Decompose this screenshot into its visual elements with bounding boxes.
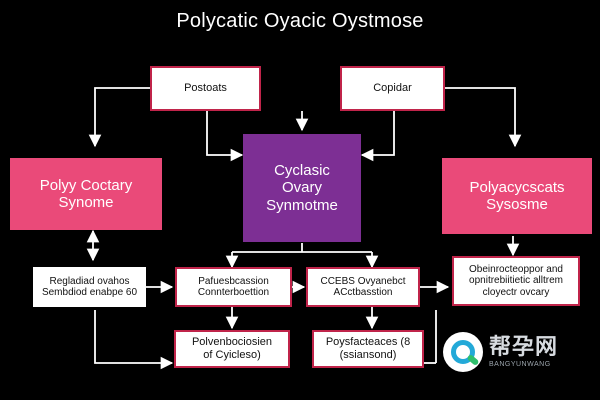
arrow-topright-to-right bbox=[444, 87, 522, 148]
node-bottom-4: Obeinrocteoppor and opnitrebiitietic all… bbox=[452, 256, 580, 306]
node-bottom-1: Regladiad ovahos Sembdiod enabpe 60 bbox=[33, 267, 146, 307]
node-left: Polyy Coctary Synome bbox=[10, 158, 162, 230]
arrow-topleft-to-center bbox=[206, 111, 244, 162]
return-left bbox=[94, 310, 174, 370]
node-bottom-3: CCEBS Ovyanebct ACctbasstion bbox=[306, 267, 420, 307]
watermark-cn: 帮孕网 bbox=[489, 334, 559, 359]
node-lower-2: Poysfacteaces (8 (ssiansond) bbox=[312, 330, 424, 368]
watermark-logo-icon bbox=[443, 332, 483, 372]
node-center: Cyclasic Ovary Synmotme bbox=[243, 134, 361, 242]
node-top-right: Copidar bbox=[340, 66, 445, 111]
arrow-right-to-center bbox=[360, 111, 395, 162]
arrow-topleft-to-left bbox=[88, 87, 150, 148]
diagram-title: Polycatic Oyacic Oystmose bbox=[176, 10, 424, 32]
node-top-left: Postoats bbox=[150, 66, 261, 111]
node-bottom-2: Pafuesbcassion Connterboettion bbox=[175, 267, 292, 307]
watermark-en: BANGYUNWANG bbox=[489, 361, 551, 368]
watermark: 帮孕网 BANGYUNWANG bbox=[443, 328, 593, 376]
node-lower-1: Polvenbociosien of Cyicleso) bbox=[174, 330, 290, 368]
node-right: Polyacycscats Sysosme bbox=[442, 158, 592, 234]
